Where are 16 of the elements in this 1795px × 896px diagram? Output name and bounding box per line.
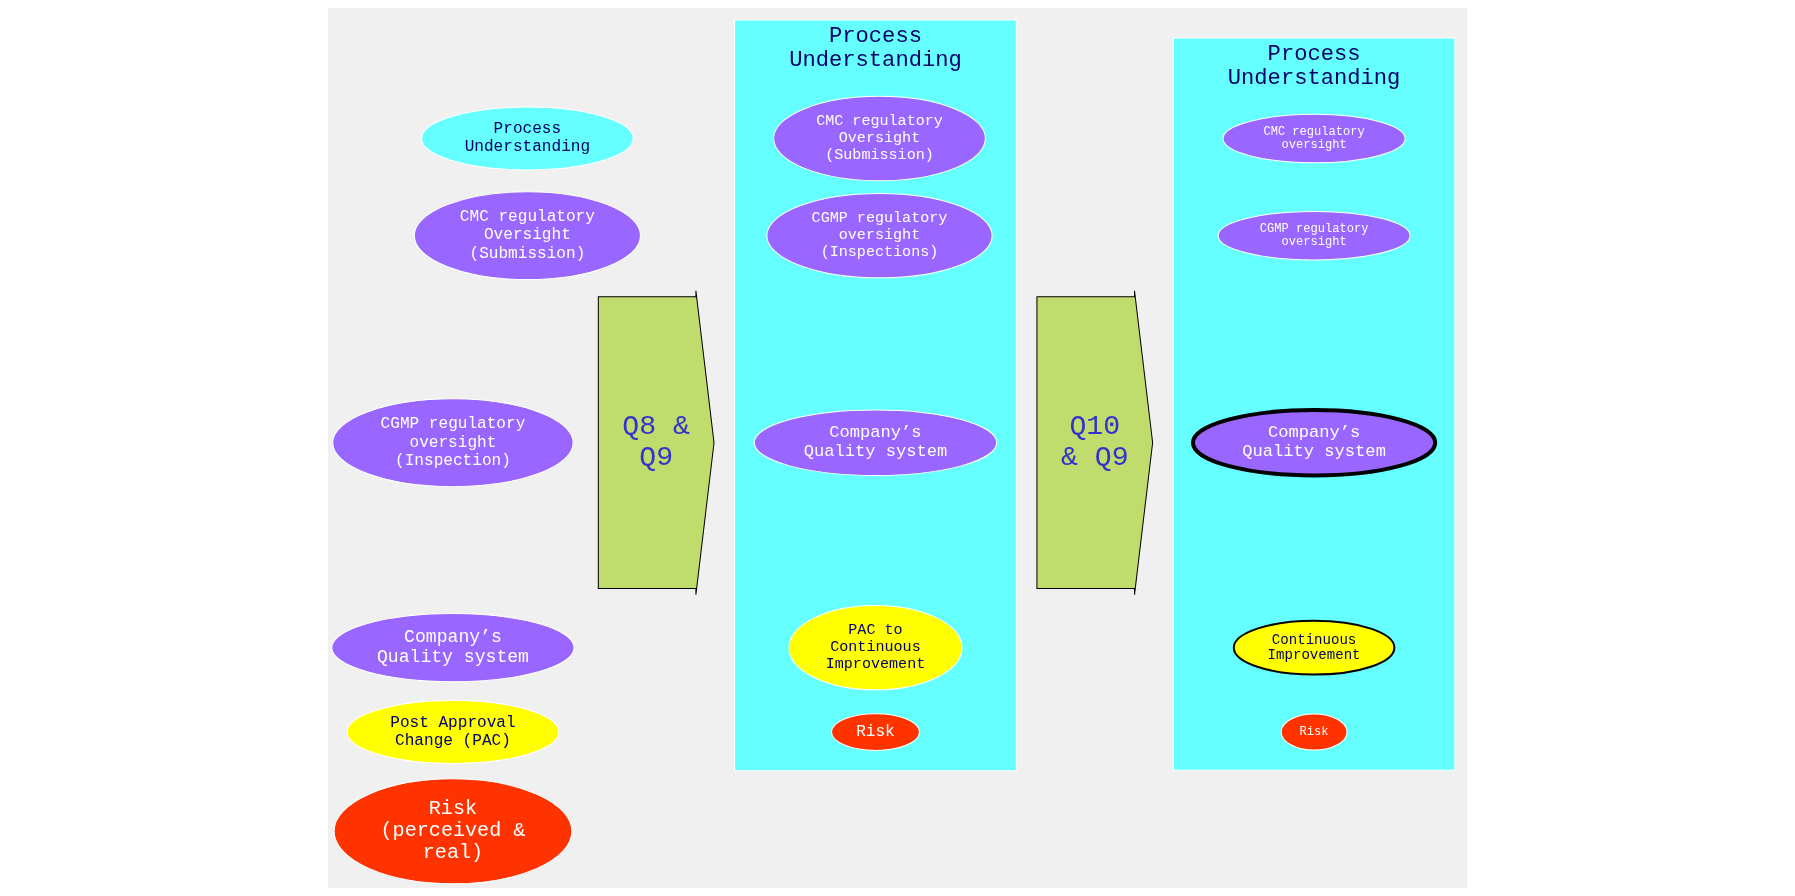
node-ellipse: PAC to Continuous Improvement [788,604,963,691]
node-ellipse: Company’s Quality system [1190,408,1438,478]
node-ellipse: CGMP regulatory oversight (Inspections) [766,192,993,279]
node-ellipse: Process Understanding [421,106,634,171]
node-ellipse: Risk [1280,713,1348,751]
node-ellipse: Company’s Quality system [753,409,998,476]
node-ellipse: Company’s Quality system [331,613,575,683]
node-ellipse: CGMP regulatory oversight [1217,210,1411,261]
node-ellipse: CMC regulatory Oversight (Submission) [413,191,641,281]
node-ellipse: Post Approval Change (PAC) [346,700,560,764]
node-ellipse: Risk [831,713,920,751]
node-ellipse: CMC regulatory Oversight (Submission) [773,95,986,182]
node-ellipse: CMC regulatory oversight [1222,113,1406,164]
node-ellipse: Risk (perceived & real) [333,778,573,885]
node-ellipse: CGMP regulatory oversight (Inspection) [332,398,574,488]
node-ellipse: Continuous Improvement [1232,619,1396,676]
